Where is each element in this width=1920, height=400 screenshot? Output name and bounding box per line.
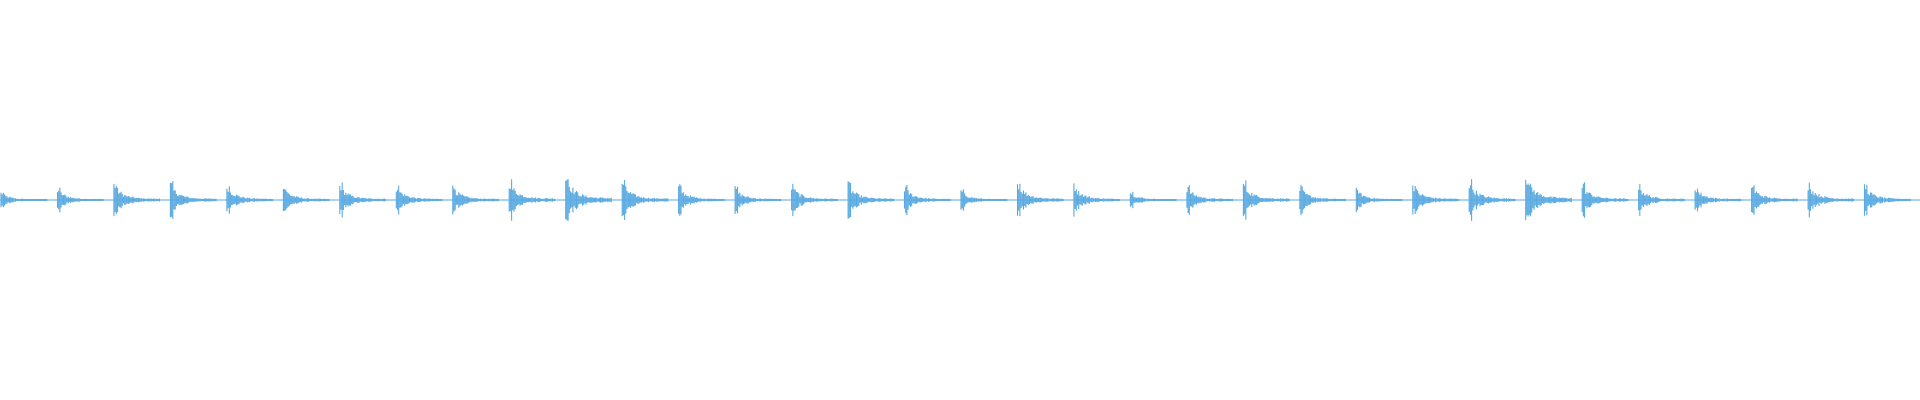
waveform-onset — [452, 185, 499, 215]
waveform-onset — [508, 179, 556, 221]
waveform-onset — [113, 183, 161, 217]
waveform-onset — [282, 188, 330, 212]
waveform-onset — [960, 189, 1008, 211]
waveform-onset — [1468, 179, 1516, 221]
waveform-onset — [565, 179, 612, 221]
waveform-onset — [678, 184, 725, 216]
waveform-onset — [169, 181, 217, 219]
waveform-onset — [791, 183, 838, 217]
waveform-onset — [395, 185, 443, 215]
waveform-onset — [1694, 188, 1742, 212]
waveform-onset — [1638, 183, 1685, 217]
waveform-onset — [1073, 183, 1121, 217]
waveform-onset — [56, 187, 104, 213]
waveform-onset — [1242, 180, 1290, 220]
waveform-onset — [1186, 185, 1234, 215]
waveform-onset — [734, 186, 782, 214]
waveform-onset — [1299, 184, 1346, 216]
waveform-onset — [1581, 182, 1629, 218]
waveform-onset — [0, 192, 48, 208]
waveform-onset — [1412, 185, 1459, 215]
waveform-onsets — [0, 179, 1911, 221]
waveform-onset — [847, 181, 895, 219]
waveform-onset — [1525, 179, 1572, 221]
waveform-onset — [903, 185, 951, 215]
waveform-onset — [339, 182, 386, 218]
waveform-onset — [1355, 187, 1403, 213]
waveform-onset — [1863, 184, 1911, 216]
waveform-onset — [1751, 185, 1798, 215]
waveform-onset — [621, 180, 669, 220]
waveform-onset — [1129, 191, 1177, 209]
waveform-onset — [1807, 182, 1855, 218]
waveform-onset — [1016, 183, 1064, 217]
waveform-onset — [226, 186, 274, 214]
